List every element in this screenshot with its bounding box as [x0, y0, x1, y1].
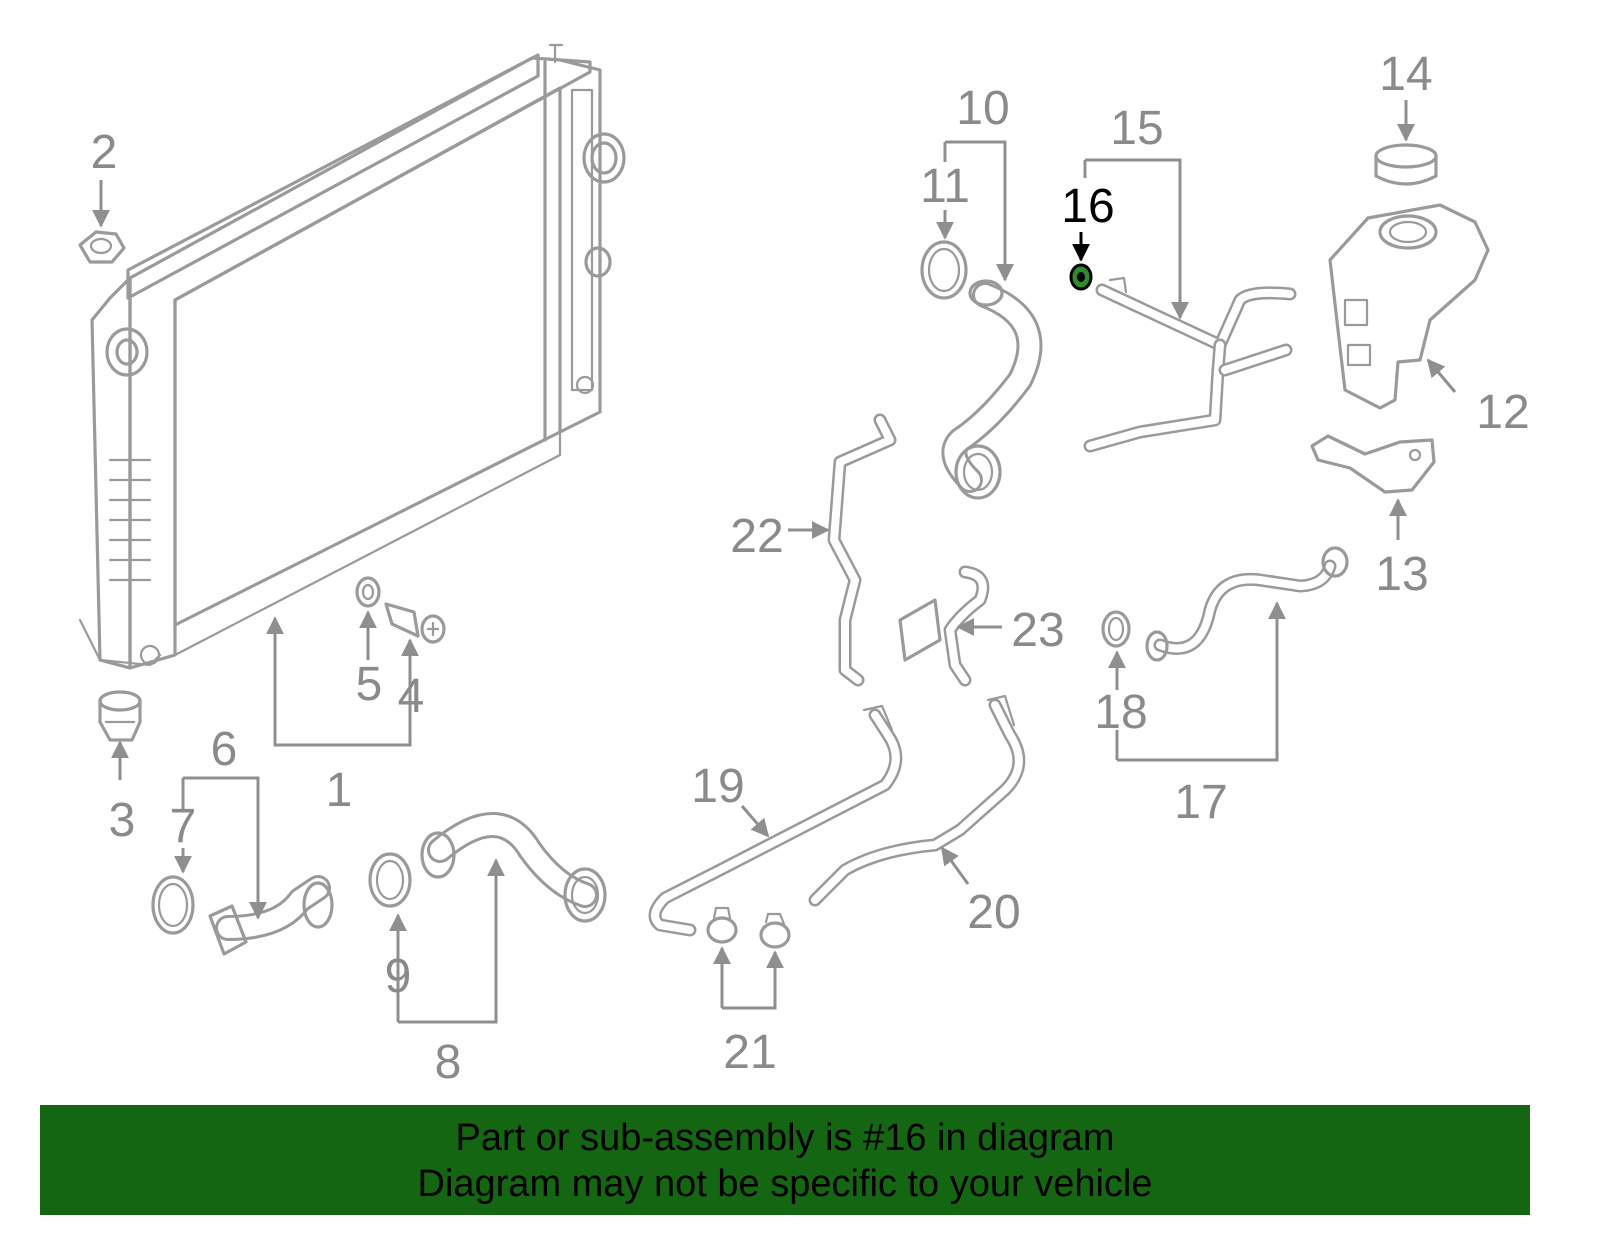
part-number-notice: Part or sub-assembly is #16 in diagram	[455, 1117, 1115, 1159]
outlet-pipe-part	[208, 875, 334, 956]
callout-11: 11	[920, 160, 970, 213]
callout-7: 7	[170, 800, 197, 853]
coolant-pipe-20-part	[808, 694, 1026, 907]
radiator-part	[78, 43, 626, 670]
drain-plug-part	[384, 602, 446, 644]
callout-labels: 1 2 3 4 5 6 7 8 9 10 11 12 13 14 15 16 1…	[91, 48, 1530, 1089]
callout-15: 15	[1110, 102, 1163, 155]
cooling-system-parts-diagram: 1 2 3 4 5 6 7 8 9 10 11 12 13 14 15 16 1…	[78, 43, 1530, 1089]
pipe-fitting-23-part	[898, 565, 990, 687]
callout-17: 17	[1174, 776, 1227, 829]
callout-19: 19	[691, 760, 744, 813]
callout-20: 20	[967, 886, 1020, 939]
callout-23: 23	[1011, 604, 1064, 657]
washer-part	[355, 576, 381, 608]
callout-12: 12	[1476, 386, 1529, 439]
highlighted-seal-part-16	[1069, 263, 1093, 291]
lower-hose-part	[420, 812, 607, 923]
callout-18: 18	[1094, 686, 1147, 739]
callout-4: 4	[398, 670, 425, 723]
coolant-reservoir-part	[1328, 203, 1490, 410]
coolant-pipe-19-part	[648, 704, 903, 937]
o-ring-11-part	[920, 240, 968, 300]
seal-9-part	[368, 852, 412, 908]
callout-16-highlighted: 16	[1061, 180, 1114, 233]
upper-hose-part	[941, 279, 1043, 500]
callout-5: 5	[356, 658, 383, 711]
heater-hose-17-part	[1145, 546, 1349, 662]
nut-part	[78, 230, 126, 264]
callout-21: 21	[723, 1026, 776, 1079]
bracket-part	[1310, 434, 1436, 494]
callout-10: 10	[956, 82, 1009, 135]
hose-clamps-part	[706, 906, 791, 949]
part-info-banner: Part or sub-assembly is #16 in diagram D…	[40, 1105, 1530, 1215]
callout-leaders	[92, 100, 1457, 1024]
o-ring-7-part	[151, 875, 195, 935]
callout-8: 8	[435, 1036, 462, 1089]
callout-3: 3	[109, 794, 136, 847]
coolant-pipe-assembly-part	[1083, 276, 1297, 453]
mount-bushing-part	[98, 690, 142, 742]
callout-6: 6	[211, 723, 238, 776]
callout-22: 22	[730, 510, 783, 563]
callout-1: 1	[326, 764, 353, 817]
reservoir-cap-part	[1374, 143, 1438, 186]
callout-2: 2	[91, 126, 118, 179]
seal-18-part	[1101, 610, 1131, 648]
coolant-pipe-22-part	[827, 413, 897, 687]
callout-13: 13	[1375, 548, 1428, 601]
callout-14: 14	[1379, 48, 1432, 101]
callout-9: 9	[385, 950, 412, 1003]
vehicle-disclaimer: Diagram may not be specific to your vehi…	[417, 1163, 1153, 1205]
